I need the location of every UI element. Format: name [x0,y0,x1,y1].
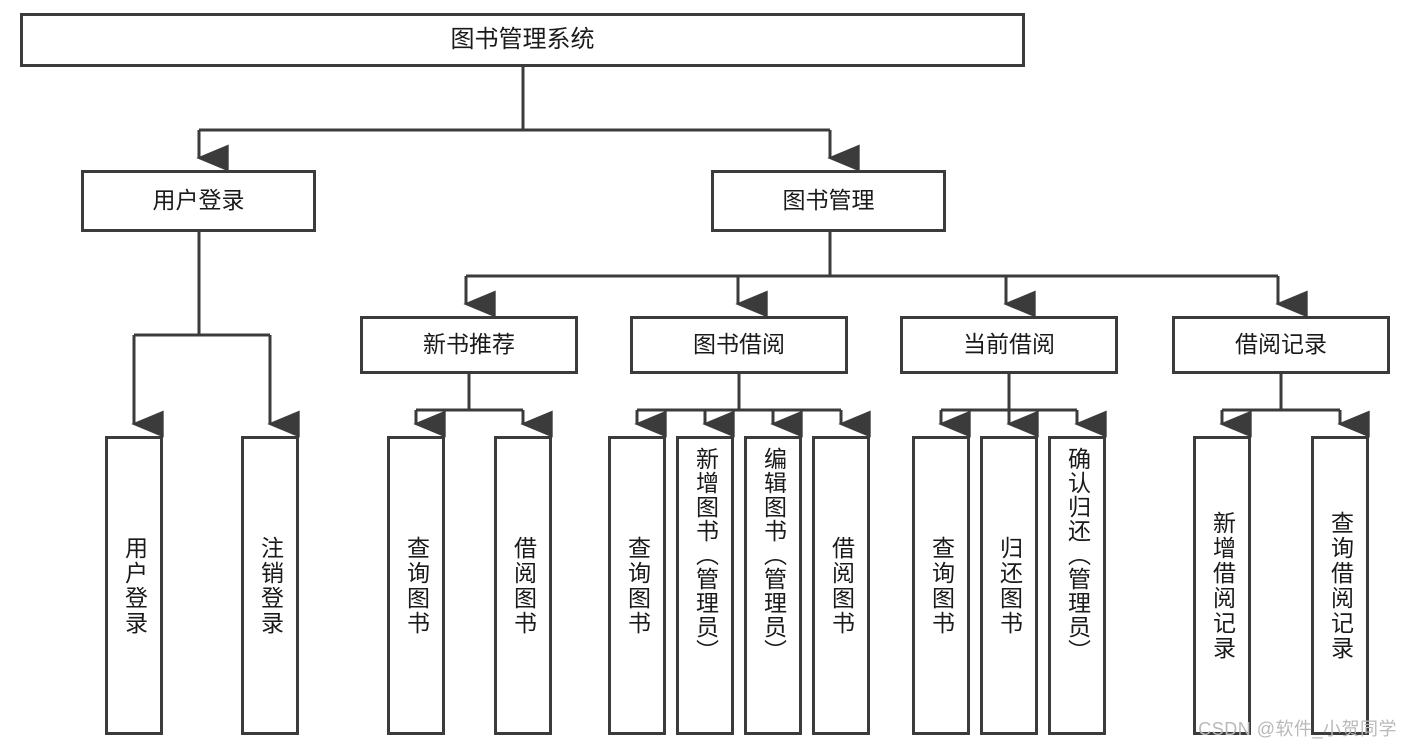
watermark: CSDN @软件_小贺同学 [1198,719,1397,739]
node-leaf-edit-book[interactable]: 编辑图书（管理员） [744,436,802,735]
node-leaf-add-record-label: 新增借阅记录 [1209,510,1236,661]
node-user-login-label: 用户登录 [152,187,245,214]
node-leaf-add-book[interactable]: 新增图书（管理员） [676,436,734,735]
node-leaf-confirm-return-label: 确认归还（管理员） [1064,447,1091,663]
node-book-management[interactable]: 图书管理 [711,170,946,232]
node-root[interactable]: 图书管理系统 [20,13,1025,67]
node-leaf-add-book-label: 新增图书（管理员） [692,447,719,663]
node-leaf-query-record-label: 查询借阅记录 [1327,510,1354,661]
node-book-borrow-label: 图书借阅 [693,331,785,358]
node-leaf-borrow-book-2[interactable]: 借阅图书 [812,436,870,735]
node-current-borrow[interactable]: 当前借阅 [900,316,1118,374]
node-leaf-logout[interactable]: 注销登录 [241,436,299,735]
node-borrow-record-label: 借阅记录 [1235,331,1327,358]
node-leaf-borrow-book-1-label: 借阅图书 [510,535,537,636]
node-new-book-recommend[interactable]: 新书推荐 [360,316,578,374]
node-leaf-return-book-label: 归还图书 [996,535,1023,636]
node-leaf-borrow-book-1[interactable]: 借阅图书 [494,436,552,735]
node-leaf-query-book-2-label: 查询图书 [624,535,651,636]
node-book-management-label: 图书管理 [782,187,875,214]
node-leaf-logout-label: 注销登录 [257,535,284,636]
node-leaf-user-login-label: 用户登录 [121,535,148,636]
node-leaf-query-record[interactable]: 查询借阅记录 [1311,436,1369,735]
node-leaf-query-book-3-label: 查询图书 [928,535,955,636]
node-new-book-recommend-label: 新书推荐 [423,331,515,358]
node-leaf-edit-book-label: 编辑图书（管理员） [760,447,787,663]
node-leaf-confirm-return[interactable]: 确认归还（管理员） [1048,436,1106,735]
node-book-borrow[interactable]: 图书借阅 [630,316,848,374]
node-current-borrow-label: 当前借阅 [963,331,1055,358]
node-user-login[interactable]: 用户登录 [81,170,316,232]
node-leaf-borrow-book-2-label: 借阅图书 [828,535,855,636]
node-leaf-query-book-2[interactable]: 查询图书 [608,436,666,735]
node-leaf-return-book[interactable]: 归还图书 [980,436,1038,735]
node-leaf-add-record[interactable]: 新增借阅记录 [1193,436,1251,735]
node-leaf-query-book-3[interactable]: 查询图书 [912,436,970,735]
node-root-label: 图书管理系统 [450,25,595,53]
node-leaf-user-login[interactable]: 用户登录 [105,436,163,735]
node-borrow-record[interactable]: 借阅记录 [1172,316,1390,374]
node-leaf-query-book-1-label: 查询图书 [403,535,430,636]
node-leaf-query-book-1[interactable]: 查询图书 [387,436,445,735]
